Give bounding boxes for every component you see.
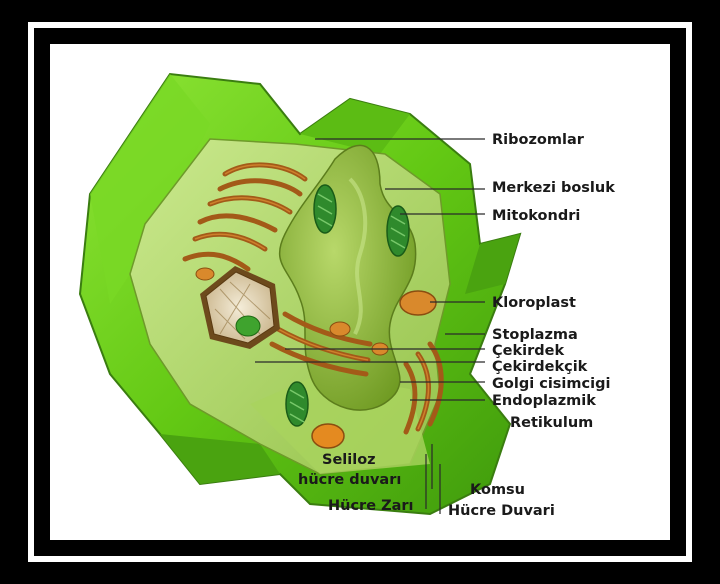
label-hucre-duvari: hücre duvarı: [298, 472, 401, 488]
label-ribozomlar: Ribozomlar: [492, 132, 585, 148]
label-merkezi-bosluk: Merkezi bosluk: [492, 180, 615, 196]
label-stoplazma: Stoplazma: [492, 327, 578, 343]
label-retikulum: Retikulum: [510, 415, 593, 431]
diagram-panel: Ribozomlar Merkezi bosluk Mitokondri Klo…: [46, 40, 674, 544]
label-endoplazmik: Endoplazmik: [492, 393, 596, 409]
label-mitokondri: Mitokondri: [492, 208, 580, 224]
label-kloroplast: Kloroplast: [492, 295, 576, 311]
label-komsu-hucre-duvari: Hücre Duvari: [448, 503, 555, 519]
label-komsu: Komsu: [470, 482, 525, 498]
label-cekirdek: Çekirdek: [492, 343, 564, 359]
label-cekirdekcik: Çekirdekçik: [492, 359, 588, 375]
nucleolus: [236, 316, 260, 336]
label-golgi: Golgi cisimcigi: [492, 376, 610, 392]
plant-cell-diagram: Ribozomlar Merkezi bosluk Mitokondri Klo…: [50, 44, 670, 540]
label-seliloz: Seliloz: [322, 452, 376, 468]
label-hucre-zari: Hücre Zarı: [328, 498, 414, 514]
